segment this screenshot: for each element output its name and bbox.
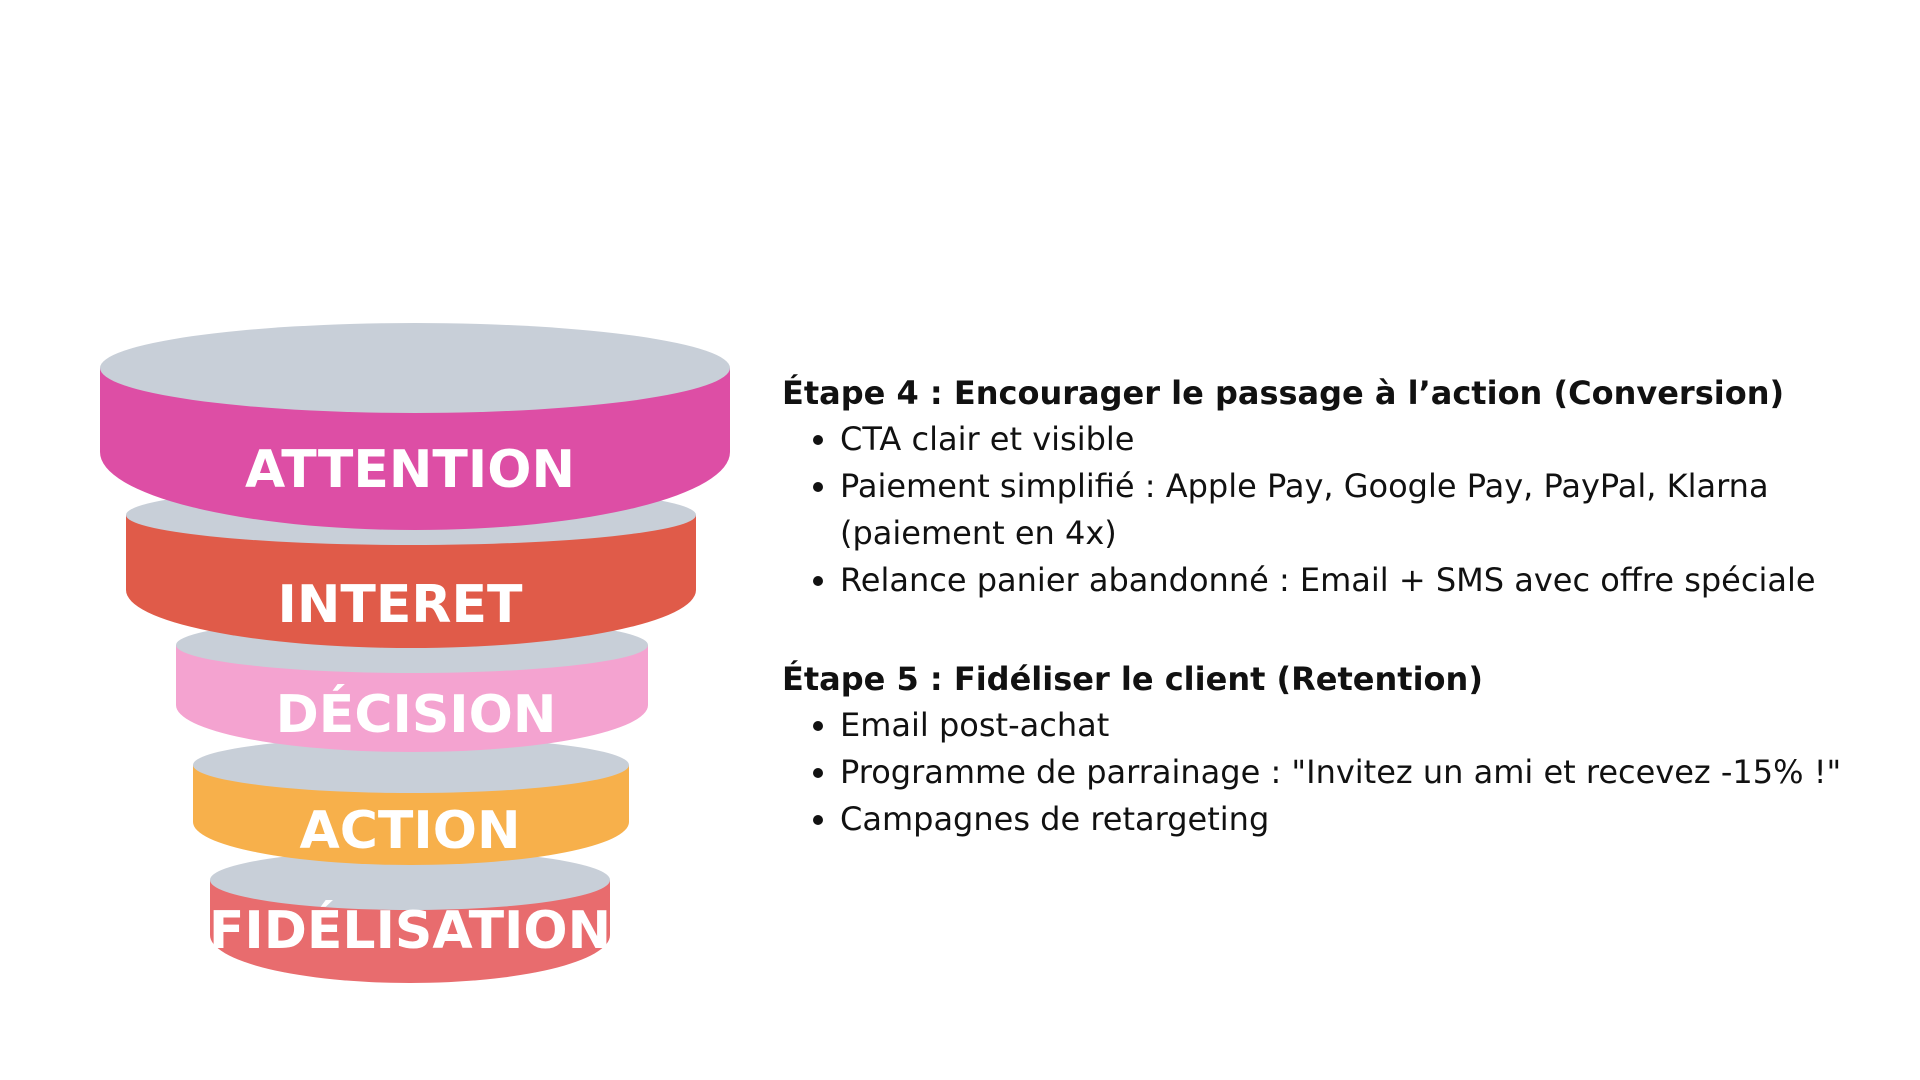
funnel-stage-action-body [193, 765, 629, 865]
funnel-stage-action-label: ACTION [300, 801, 521, 861]
list-item: Campagnes de retargeting [840, 796, 1842, 843]
funnel-stage-action: ACTION [193, 737, 629, 865]
funnel-stage-fidelisation-rim [210, 850, 610, 910]
funnel-stage-interet-body [126, 515, 696, 648]
funnel-steps-text: Étape 4 : Encourager le passage à l’acti… [782, 370, 1842, 895]
step-5-section: Étape 5 : Fidéliser le client (Retention… [782, 656, 1842, 843]
funnel-stage-interet-label: INTERET [278, 575, 523, 635]
funnel-stage-attention-body [100, 368, 730, 530]
funnel-stage-fidelisation-label: FIDÉLISATION [209, 900, 611, 961]
funnel-stage-decision-label: DÉCISION [276, 684, 557, 745]
funnel-stage-attention-label: ATTENTION [245, 440, 575, 500]
list-item: Relance panier abandonné : Email + SMS a… [840, 557, 1842, 604]
funnel-stage-action-rim [193, 737, 629, 793]
step-5-list: Email post-achat Programme de parrainage… [782, 702, 1842, 843]
step-4-title: Étape 4 : Encourager le passage à l’acti… [782, 374, 1785, 412]
step-4-list: CTA clair et visible Paiement simplifié … [782, 416, 1842, 604]
step-4-section: Étape 4 : Encourager le passage à l’acti… [782, 370, 1842, 604]
funnel-stage-fidelisation: FIDÉLISATION [209, 850, 611, 983]
marketing-funnel-diagram: FIDÉLISATION ACTION DÉCISION INTERET ATT… [100, 323, 730, 983]
step-5-title: Étape 5 : Fidéliser le client (Retention… [782, 660, 1483, 698]
list-item: CTA clair et visible [840, 416, 1842, 463]
list-item: Paiement simplifié : Apple Pay, Google P… [840, 463, 1842, 557]
funnel-stage-attention: ATTENTION [100, 323, 730, 530]
funnel-stage-decision-body [176, 645, 648, 752]
funnel-stage-attention-rim [100, 323, 730, 413]
list-item: Email post-achat [840, 702, 1842, 749]
list-item: Programme de parrainage : "Invitez un am… [840, 749, 1842, 796]
